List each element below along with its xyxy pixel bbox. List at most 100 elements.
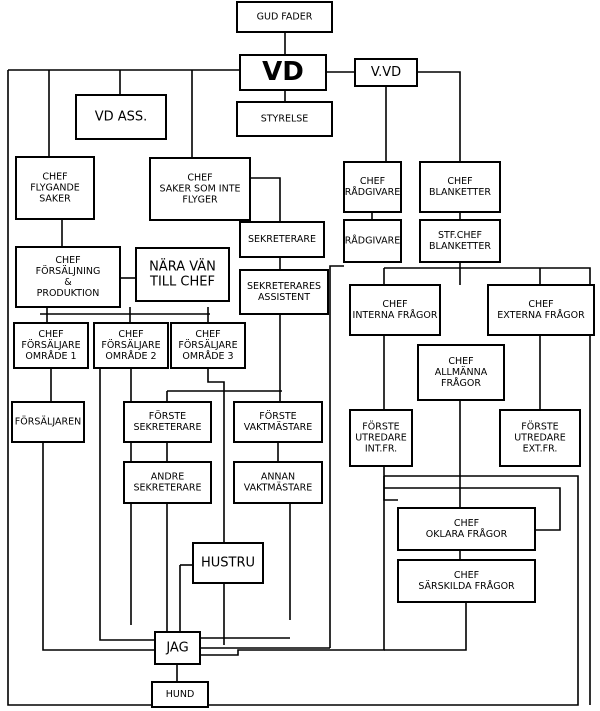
- connector-line: [250, 177, 281, 222]
- box-label: OMRÅDE 1: [25, 350, 76, 362]
- box-label: NÄRA VÄN: [149, 259, 216, 275]
- box-label: ALLMÄNNA: [435, 367, 488, 378]
- connector-line: [329, 265, 344, 648]
- box-label: STYRELSE: [261, 114, 309, 125]
- box-label: RÅDGIVARE: [345, 235, 401, 247]
- box-jag: JAG: [154, 631, 201, 665]
- box-label: OMRÅDE 3: [182, 350, 233, 362]
- box-label: ASSISTENT: [258, 292, 310, 303]
- box-label: FÖRSÄLJAREN: [15, 417, 81, 428]
- box-label: CHEF: [360, 176, 385, 187]
- box-label: VAKTMÄSTARE: [244, 483, 313, 494]
- box-label: CHEF: [528, 299, 553, 310]
- box-label: EXTERNA FRÅGOR: [497, 309, 585, 321]
- box-hund: HUND: [151, 681, 209, 708]
- box-label: OMRÅDE 2: [105, 350, 156, 362]
- box-label: HUND: [166, 689, 195, 700]
- box-radgivare: RÅDGIVARE: [343, 219, 402, 263]
- box-label: INTERNA FRÅGOR: [353, 309, 438, 321]
- box-label: FLYGANDE: [30, 183, 80, 194]
- box-hustru: HUSTRU: [192, 542, 264, 584]
- connector-line: [42, 442, 155, 651]
- connector-line: [383, 476, 398, 501]
- box-sekreterare: SEKRETERARE: [239, 221, 325, 258]
- box-label: &: [64, 277, 72, 288]
- box-label: SEKRETERARE: [134, 483, 202, 494]
- box-label: ANNAN: [261, 472, 295, 483]
- box-label: CHEF: [382, 299, 407, 310]
- box-vd: VD: [239, 54, 327, 91]
- box-label: CHEF: [42, 172, 67, 183]
- box-label: CHEF: [454, 518, 479, 529]
- box-vvd: V.VD: [354, 58, 418, 87]
- box-forsaljaren: FÖRSÄLJAREN: [11, 401, 85, 443]
- box-label: VD ASS.: [95, 110, 148, 125]
- connector-line: [384, 487, 561, 531]
- box-label: SEKRETERARE: [248, 234, 316, 245]
- box-label: CHEF: [447, 176, 472, 187]
- box-label: FÖRSÄLJARE: [178, 340, 237, 351]
- connector-line: [207, 368, 225, 645]
- box-label: VD: [262, 57, 304, 87]
- box-label: SEKRETERARE: [134, 422, 202, 433]
- box-label: VAKTMÄSTARE: [244, 422, 313, 433]
- box-label: GUD FADER: [257, 12, 313, 23]
- connector-line: [417, 71, 461, 162]
- box-label: FÖRSÄLJNING: [36, 266, 101, 277]
- box-label: FÖRSTE: [259, 411, 296, 422]
- box-label: JAG: [165, 641, 188, 656]
- box-label: CHEF: [38, 329, 63, 340]
- box-label: STF.CHEF: [438, 230, 482, 241]
- box-label: HUSTRU: [201, 556, 255, 571]
- box-label: SAKER: [39, 194, 71, 205]
- box-label: ANDRE: [151, 472, 185, 483]
- box-label: EXT.FR.: [523, 444, 558, 455]
- box-label: CHEF: [448, 356, 473, 367]
- box-label: V.VD: [371, 65, 401, 80]
- box-label: FÖRSÄLJARE: [101, 340, 160, 351]
- box-label: FÖRSTE: [362, 422, 399, 433]
- box-gud-fader: GUD FADER: [236, 1, 333, 33]
- box-label: INT.FR.: [365, 444, 397, 455]
- box-label: SÄRSKILDA FRÅGOR: [418, 580, 515, 592]
- box-label: PRODUKTION: [37, 288, 100, 299]
- box-label: SAKER SOM INTE: [160, 184, 241, 195]
- box-label: CHEF: [454, 570, 479, 581]
- connector-line: [7, 70, 579, 706]
- connector-line: [384, 602, 467, 651]
- box-vd-ass: VD ASS.: [75, 94, 167, 140]
- box-label: CHEF: [118, 329, 143, 340]
- box-label: FRÅGOR: [441, 377, 481, 389]
- box-label: FLYGER: [182, 195, 218, 206]
- connector-line: [99, 368, 155, 641]
- box-label: UTREDARE: [514, 433, 566, 444]
- box-label: FÖRSTE: [521, 422, 558, 433]
- connector-line: [384, 267, 591, 705]
- connector-lines: [7, 32, 591, 706]
- connector-line: [200, 466, 385, 656]
- box-label: UTREDARE: [355, 433, 407, 444]
- box-label: BLANKETTER: [429, 241, 491, 252]
- box-label: FÖRSÄLJARE: [21, 340, 80, 351]
